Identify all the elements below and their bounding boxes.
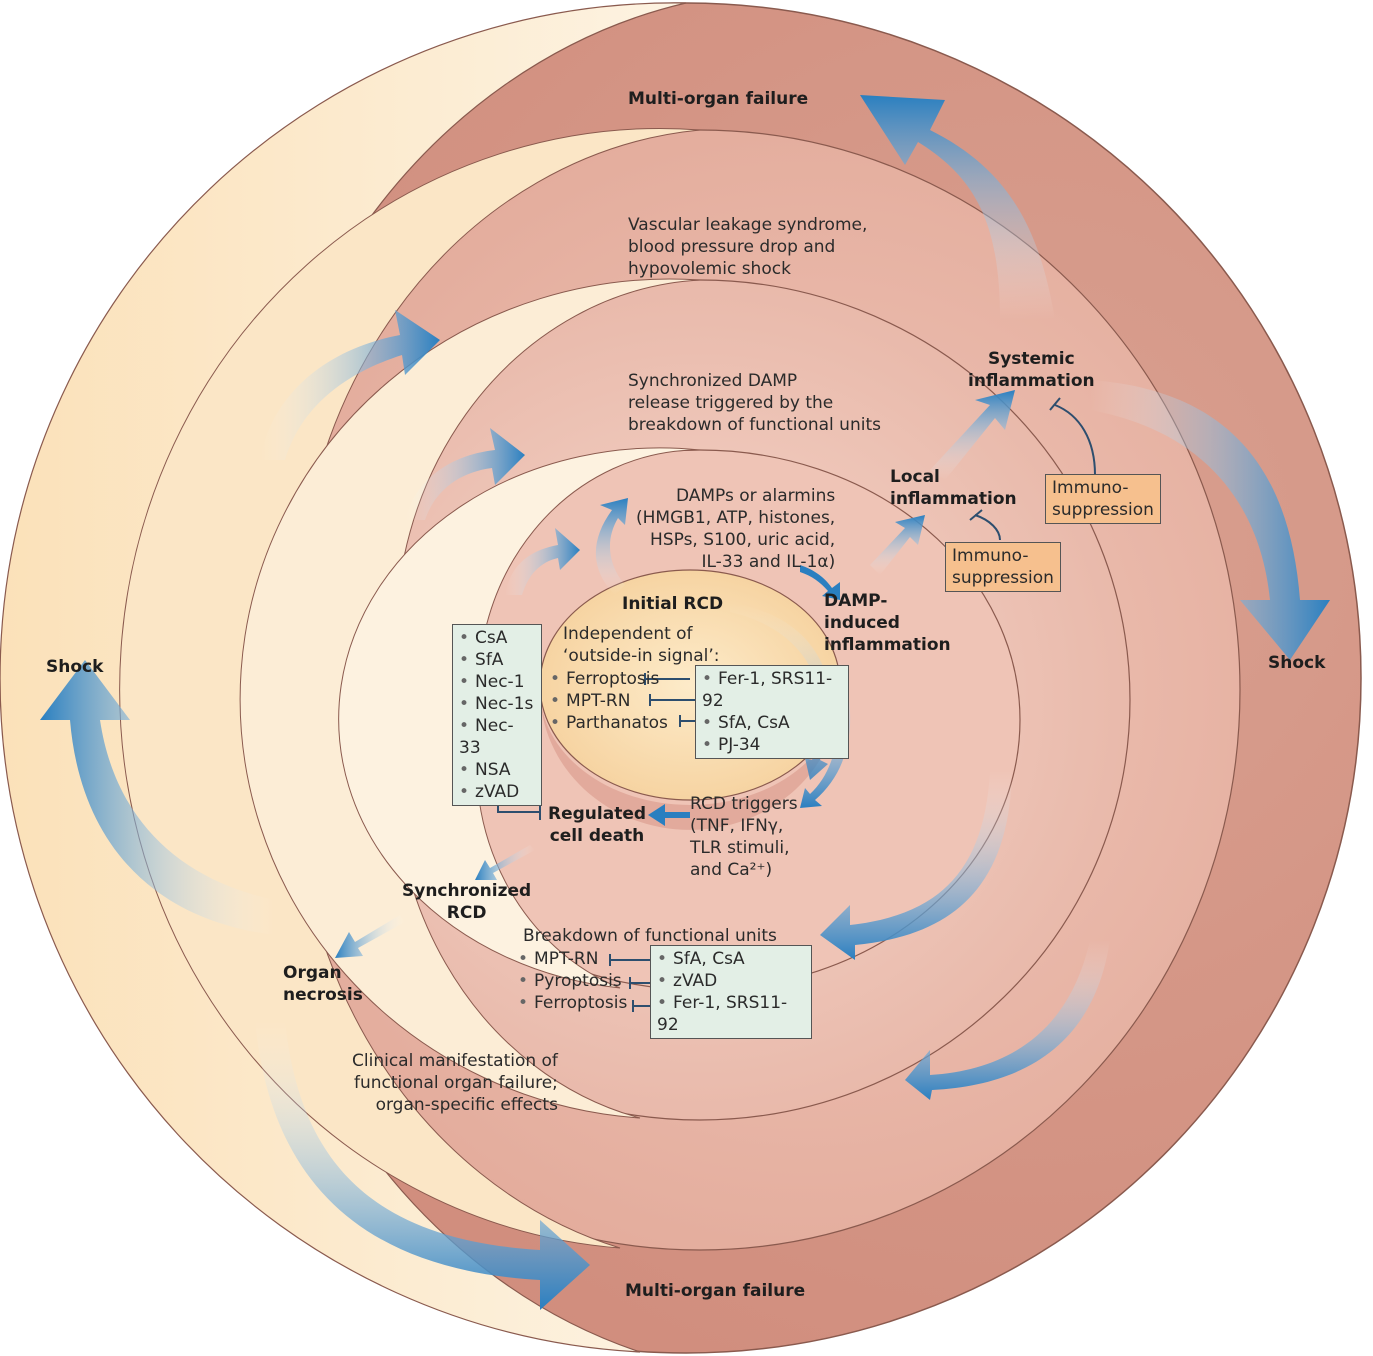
- core-shadow: [540, 690, 840, 830]
- inhibitor-list-box: CsA SfA Nec-1 Nec-1s Nec-33 NSA zVAD: [452, 624, 542, 806]
- shock-right-label: Shock: [1268, 653, 1326, 673]
- ring-2-cream: [118, 127, 701, 1249]
- initial-rcd-label: Initial RCD: [622, 594, 724, 614]
- regulated-cell-death-label: Regulated cell death: [548, 804, 647, 846]
- local-inflammation-label: Local inflammation: [890, 467, 1017, 509]
- process-item: Ferroptosis: [518, 992, 627, 1014]
- inhibitor-item: CsA: [459, 627, 535, 649]
- arrow-damp-to-local: [870, 515, 925, 575]
- immunosuppression-box-systemic: Immuno- suppression: [1045, 474, 1161, 524]
- synchronized-damp-label: Synchronized DAMP release triggered by t…: [628, 371, 881, 435]
- process-item: Parthanatos: [550, 712, 668, 734]
- arrow-to-shock-left: [40, 660, 275, 935]
- rcd-triggers-label: RCD triggers (TNF, IFNγ, TLR stimuli, an…: [690, 794, 798, 880]
- arrow-rcd-to-sync: [475, 845, 535, 880]
- arrow-ring2-right: [820, 770, 1012, 960]
- shock-left-label: Shock: [46, 657, 104, 677]
- systemic-inflammation-label: Systemic inflammation: [968, 349, 1095, 391]
- arrow-local-to-systemic: [930, 390, 1015, 480]
- immunosuppression-box-local: Immuno- suppression: [945, 542, 1061, 592]
- clinical-manifestation-label: Clinical manifestation of functional org…: [352, 1051, 558, 1115]
- process-item: Ferroptosis: [550, 668, 668, 690]
- inhibitor-item: PJ-34: [702, 734, 842, 756]
- vascular-leakage-label: Vascular leakage syndrome, blood pressur…: [628, 215, 868, 279]
- arrow-ring1-right: [905, 940, 1110, 1100]
- organ-necrosis-label: Organ necrosis: [283, 963, 363, 1005]
- inhibitor-item: zVAD: [657, 970, 805, 992]
- breakdown-inhibitors-box: SfA, CsA zVAD Fer-1, SRS11-92: [650, 945, 812, 1039]
- arrow-to-multi-organ-top: [860, 95, 1055, 320]
- arrow-ring2-left: [260, 310, 440, 460]
- arrow-to-shock-right: [1090, 380, 1330, 660]
- arrow-initial-to-triggers: [730, 603, 832, 780]
- inhibitor-item: zVAD: [459, 781, 535, 803]
- arrow-ring3-left: [405, 428, 525, 520]
- inhibitor-item: Nec-33: [459, 715, 535, 759]
- breakdown-process-list: MPT-RN Pyroptosis Ferroptosis: [518, 948, 627, 1014]
- arrow-damps-to-inflammation: [800, 565, 840, 600]
- multi-organ-failure-bottom-label: Multi-organ failure: [625, 1281, 806, 1301]
- inhibitor-item: SfA: [459, 649, 535, 671]
- independent-inhibitors-box: Fer-1, SRS11-92 SfA, CsA PJ-34: [695, 665, 849, 759]
- multi-organ-failure-top-label: Multi-organ failure: [628, 89, 809, 109]
- breakdown-label: Breakdown of functional units: [523, 926, 777, 946]
- independent-label: Independent of ‘outside-in signal’:: [563, 624, 720, 666]
- inhibitor-item: Nec-1s: [459, 693, 535, 715]
- inhibitor-item: Fer-1, SRS11-92: [702, 668, 842, 712]
- arrow-ring4-left: [505, 528, 580, 595]
- synchronized-rcd-label: Synchronized RCD: [402, 881, 532, 923]
- arrow-triggers-to-rcd: [648, 804, 690, 826]
- arrow-to-multi-organ-bottom: [255, 1020, 590, 1310]
- independent-process-list: Ferroptosis MPT-RN Parthanatos: [550, 668, 668, 734]
- arrow-sync-to-necrosis: [335, 915, 405, 958]
- process-item: Pyroptosis: [518, 970, 627, 992]
- damps-label: DAMPs or alarmins (HMGB1, ATP, histones,…: [636, 486, 836, 572]
- inhibitor-item: NSA: [459, 759, 535, 781]
- inhibitor-item: Nec-1: [459, 671, 535, 693]
- inhibitor-item: SfA, CsA: [657, 948, 805, 970]
- process-item: MPT-RN: [518, 948, 627, 970]
- damp-induced-inflammation-label: DAMP- induced inflammation: [824, 591, 951, 655]
- process-item: MPT-RN: [550, 690, 668, 712]
- arrow-core-to-damps: [595, 498, 628, 595]
- inhibitor-item: SfA, CsA: [702, 712, 842, 734]
- inhibitor-item: Fer-1, SRS11-92: [657, 992, 805, 1036]
